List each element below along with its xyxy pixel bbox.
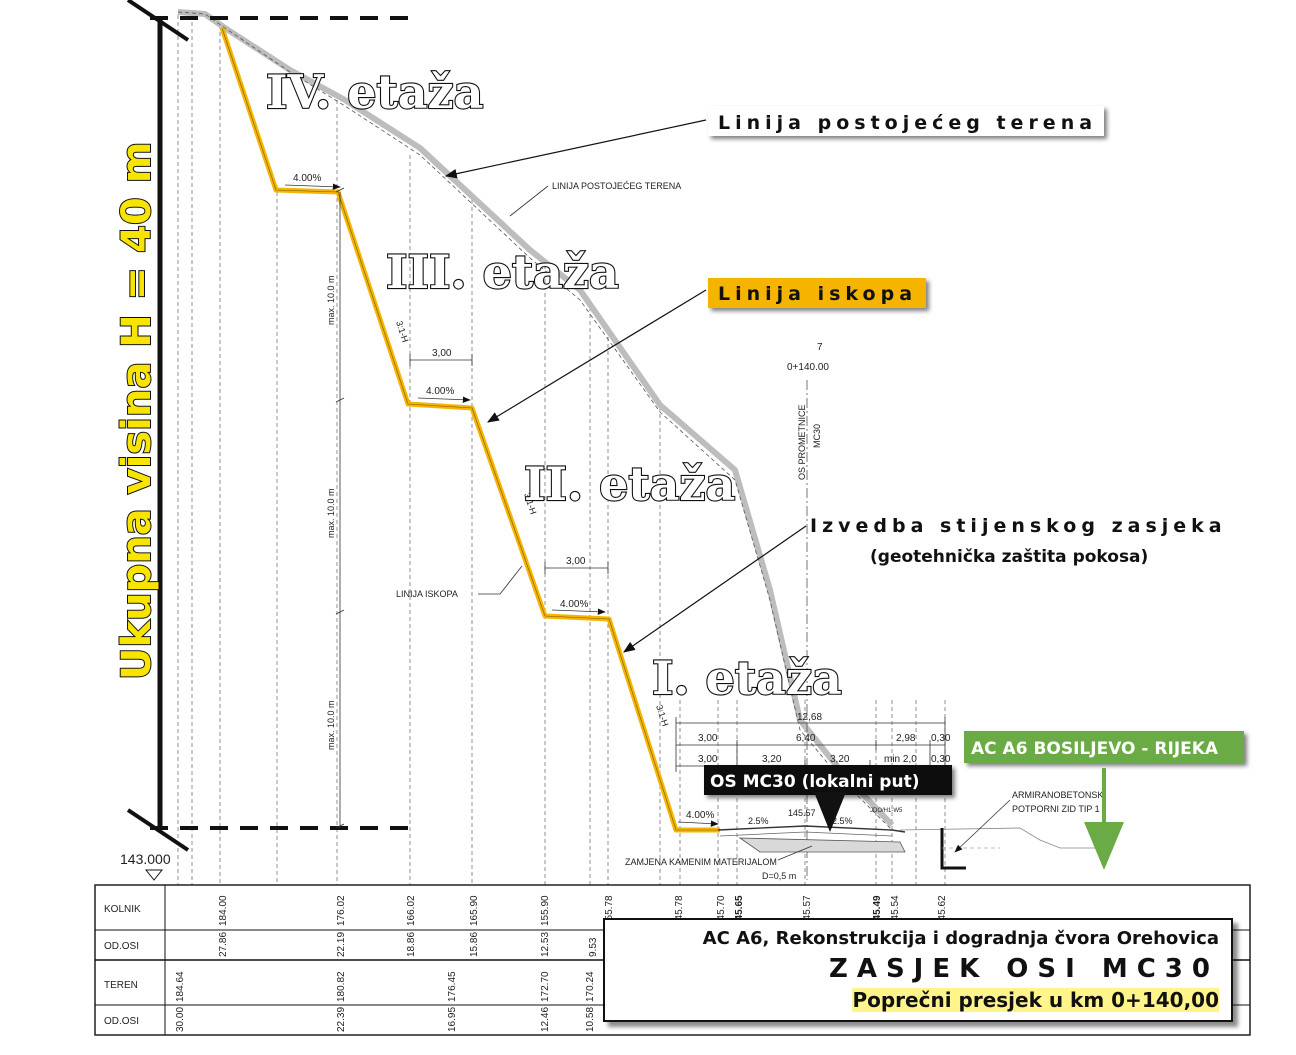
kolnik-value: 145.65 — [734, 895, 745, 926]
offset2-value: 16.95 — [447, 1007, 458, 1032]
max-height-label-2: max. 10.0 m — [326, 700, 336, 750]
terrain-value: 172.70 — [540, 971, 551, 1002]
excavation-line-outline — [221, 27, 720, 831]
offset-value: 15.86 — [469, 932, 480, 957]
terrain-line-small-label: LINIJA POSTOJEĆEG TERENA — [552, 181, 681, 191]
section-title: ZASJEK OSI MC30 — [828, 954, 1219, 984]
dim-row1-1: 12,68 — [797, 712, 822, 723]
kolnik-value: 145.70 — [716, 895, 727, 926]
dim-row3-4: min 2,0 — [884, 754, 917, 765]
slope-label-4: 4.00% — [293, 173, 321, 184]
wall-label-2: POTPORNI ZID TIP 1 — [1012, 804, 1100, 814]
slope-ratio-1: 3:1-H — [654, 704, 670, 728]
dim-row2-3: 2,98 — [896, 733, 916, 744]
offset2-value: 10.58 — [585, 1007, 596, 1032]
total-height-label: Ukupna visina H = 40 m — [114, 142, 160, 680]
dim-row2-2: 6,40 — [796, 733, 816, 744]
project-info-box: AC A6, Rekonstrukcija i dogradnja čvora … — [603, 918, 1233, 1022]
slope-label-2: 4.00% — [560, 599, 588, 610]
dim-row3-2: 3,20 — [762, 754, 782, 765]
stage-2-label: II. etaža — [524, 457, 735, 511]
replace-material-1: ZAMJENA KAMENIM MATERIJALOM — [625, 857, 777, 867]
berm-width-3: 3,00 — [432, 348, 452, 359]
station-number: 7 — [817, 342, 823, 353]
terrain-line-thin — [177, 11, 893, 831]
kolnik-value: 145.62 — [937, 895, 948, 926]
dim-row3-5: 0,30 — [931, 754, 951, 765]
slope-ratio-3: 3:1-H — [394, 320, 410, 344]
max-height-dims — [335, 187, 345, 829]
offset-value: 27.86 — [218, 932, 229, 957]
dim-row3-3: 3,20 — [830, 754, 850, 765]
station-km: 0+140.00 — [787, 362, 829, 373]
offset2-value: 12.46 — [540, 1007, 551, 1032]
stage-4-label: IV. etaža — [266, 65, 483, 119]
kolnik-value: 166.02 — [406, 895, 417, 926]
dim-row3-1: 3,00 — [698, 754, 718, 765]
stage-1-label: I. etaža — [652, 651, 842, 705]
offset2-value: 22.39 — [336, 1007, 347, 1032]
kolnik-value: 145.78 — [674, 895, 685, 926]
terrain-value: 184.64 — [175, 971, 186, 1002]
excavation-line — [219, 27, 720, 833]
axis-vertical-1: OS PROMETNICE — [797, 404, 807, 480]
offset-value: 22.19 — [336, 932, 347, 957]
cut-callout-line2: (geotehnička zaštita pokosa) — [870, 547, 1148, 567]
berm-width-2: 3,00 — [566, 556, 586, 567]
table-row-label-2: OD.OSI — [104, 941, 139, 952]
road-label-box — [964, 731, 1244, 763]
kolnik-value: 155.90 — [540, 895, 551, 926]
axis-vertical-2: MC30 — [812, 424, 822, 448]
slope-label-1: 4.00% — [686, 810, 714, 821]
road-structure — [717, 825, 1096, 870]
slope-label-3: 4.00% — [426, 386, 454, 397]
terrain-callout: Linija postojećeg terena — [718, 112, 1097, 134]
axis-label: OS MC30 (lokalni put) — [710, 772, 919, 792]
kolnik-value: 176.02 — [336, 895, 347, 926]
kolnik-value: 165.90 — [469, 895, 480, 926]
max-height-label-3: max. 10.0 m — [326, 488, 336, 538]
terrain-value: 180.82 — [336, 971, 347, 1002]
road-slope-left: 2.5% — [748, 816, 769, 826]
datum-label: 143.000 — [120, 851, 171, 867]
stage-3-label: III. etaža — [386, 245, 619, 299]
dim-row2-1: 3,00 — [698, 733, 718, 744]
road-slope-right: 2.5% — [832, 816, 853, 826]
offset-value: 9.53 — [588, 937, 599, 957]
excavation-line-small-label: LINIJA ISKOPA — [396, 589, 458, 599]
table-row-label-4: OD.OSI — [104, 1016, 139, 1027]
terrain-callout-box — [708, 106, 1104, 136]
terrain-value: 176.45 — [447, 971, 458, 1002]
offset2-value: 30.00 — [175, 1007, 186, 1032]
terrain-value: 170.24 — [585, 971, 596, 1002]
replace-material-2: D=0,5 m — [762, 871, 796, 881]
wall-label-1: ARMIRANOBETONSKI — [1012, 790, 1106, 800]
table-row-label-1: KOLNIK — [104, 904, 141, 915]
kolnik-value: 145.57 — [802, 895, 813, 926]
kolnik-value: 145.49 — [872, 895, 883, 926]
cut-callout-line1: Izvedba stijenskog zasjeka — [810, 515, 1227, 537]
excavation-callout: Linija iskopa — [718, 283, 917, 305]
road-elevation: 145.57 — [788, 808, 816, 818]
project-title: AC A6, Rekonstrukcija i dogradnja čvora … — [702, 928, 1219, 949]
offset-value: 12.53 — [540, 932, 551, 957]
table-row-label-3: TEREN — [104, 980, 138, 991]
dim-row2-4: 0,30 — [931, 733, 951, 744]
height-indicator — [126, 0, 410, 852]
max-height-label-4: max. 10.0 m — [326, 275, 336, 325]
kolnik-value: 155.78 — [604, 895, 615, 926]
section-subtitle: Poprečni presjek u km 0+140,00 — [852, 988, 1219, 1012]
axis-label-box — [704, 765, 952, 795]
small-mark: JDO/H1-W5 — [870, 808, 903, 814]
offset-value: 18.86 — [406, 932, 417, 957]
kolnik-value: 145.54 — [890, 895, 901, 926]
kolnik-value: 184.00 — [218, 895, 229, 926]
excavation-callout-box — [708, 278, 926, 308]
road-label: AC A6 BOSILJEVO - RIJEKA — [971, 739, 1219, 759]
datum-marker — [144, 869, 164, 881]
